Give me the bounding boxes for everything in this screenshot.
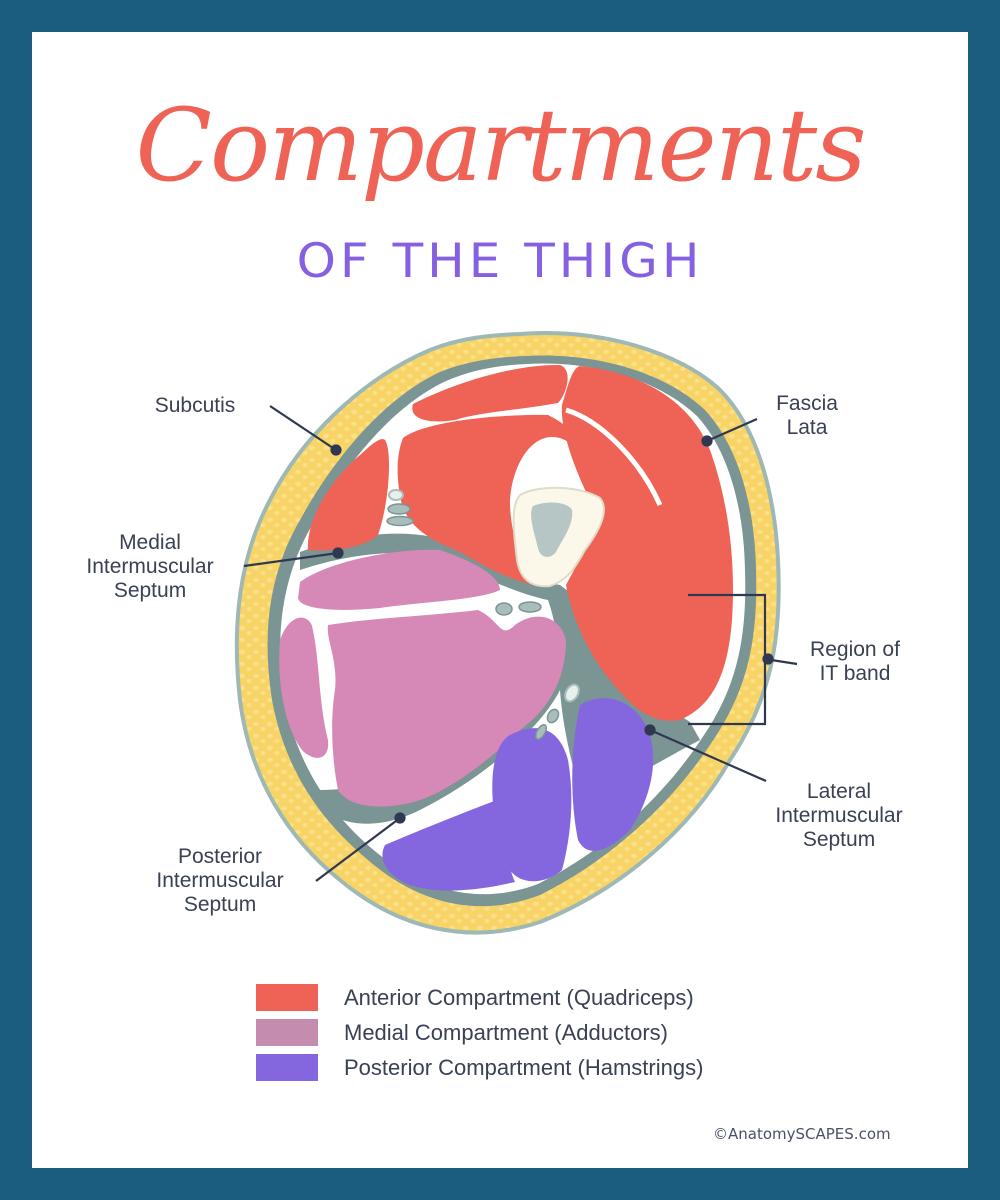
- anterior-muscle-rectus-femoris: [412, 364, 568, 422]
- muscle-divider: [565, 407, 663, 507]
- label-subcutis: Subcutis: [154, 394, 236, 417]
- vessel: [386, 515, 414, 527]
- vessel: [564, 683, 580, 703]
- posterior-muscle-semitendinosus: [492, 728, 572, 882]
- legend-item-medial: Medial Compartment (Adductors): [256, 1015, 703, 1050]
- vessel: [387, 503, 411, 515]
- legend-label: Posterior Compartment (Hamstrings): [344, 1054, 704, 1080]
- subtitle: OF THE THIGH: [296, 233, 704, 289]
- anterior-muscle-vastus-lateralis: [561, 366, 734, 721]
- vessel: [495, 602, 513, 616]
- posterior-muscle-biceps-femoris: [572, 698, 654, 851]
- medial-muscle-adductor-magnus: [327, 610, 566, 807]
- legend-swatch-medial: [256, 1019, 318, 1046]
- medial-muscle-adductor-longus: [298, 549, 500, 610]
- vessel: [388, 489, 404, 501]
- vessel: [534, 724, 548, 740]
- legend-label: Medial Compartment (Adductors): [344, 1019, 669, 1045]
- posterior-muscle-semimembranosus: [382, 795, 515, 891]
- legend-item-anterior: Anterior Compartment (Quadriceps): [256, 980, 703, 1015]
- medial-muscle-gracilis: [279, 617, 329, 758]
- copyright: ©AnatomySCAPES.com: [713, 1125, 891, 1143]
- legend-label: Anterior Compartment (Quadriceps): [344, 984, 694, 1010]
- legend-swatch-anterior: [256, 984, 318, 1011]
- femur-marrow: [531, 502, 573, 557]
- legend-swatch-posterior: [256, 1054, 318, 1081]
- title: Compartments: [135, 87, 866, 204]
- anterior-muscle-sartorius: [307, 439, 390, 551]
- legend-item-posterior: Posterior Compartment (Hamstrings): [256, 1050, 703, 1085]
- legend: Anterior Compartment (Quadriceps) Medial…: [256, 980, 703, 1085]
- vessel: [518, 601, 542, 613]
- vessel: [546, 708, 560, 724]
- anterior-muscle-vastus-medialis: [397, 414, 650, 587]
- leader-lines: [243, 405, 798, 882]
